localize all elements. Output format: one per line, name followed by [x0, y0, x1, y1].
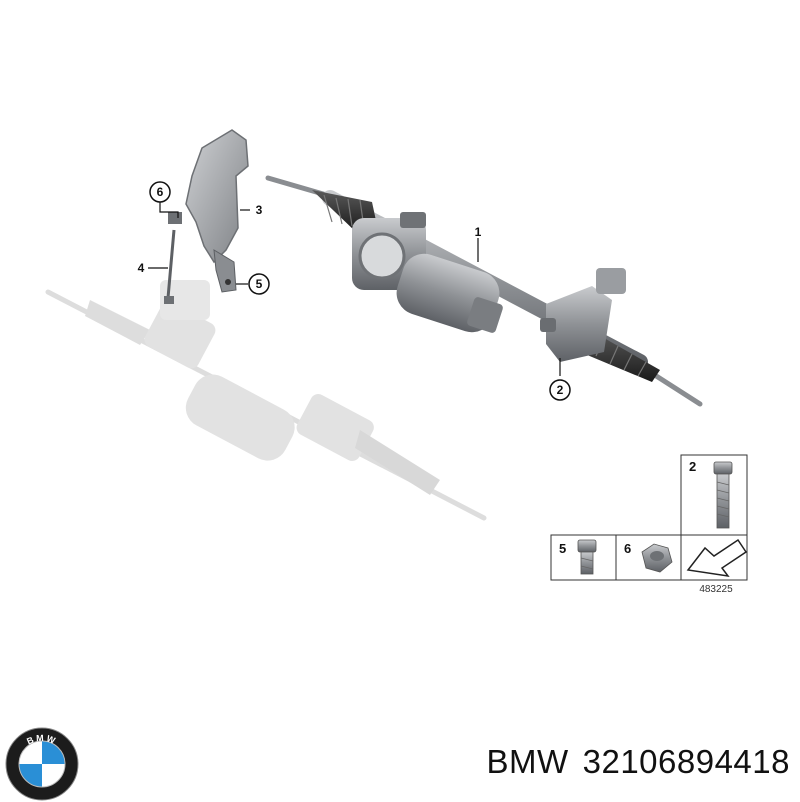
- bmw-logo: BMW: [5, 727, 79, 801]
- callout-4: 4: [138, 261, 145, 275]
- callout-2: 2: [549, 379, 571, 401]
- brand-name: BMW: [486, 743, 569, 780]
- svg-text:5: 5: [256, 277, 263, 291]
- callout-6: 6: [149, 181, 171, 203]
- svg-text:2: 2: [689, 459, 696, 474]
- part-number: 32106894418: [582, 743, 790, 780]
- callout-1: 1: [475, 225, 482, 239]
- parts-inset: 2 5 6: [550, 454, 748, 595]
- svg-text:3: 3: [256, 203, 263, 217]
- svg-text:1: 1: [475, 225, 482, 239]
- hex-nut-icon: [641, 543, 673, 573]
- svg-text:4: 4: [138, 261, 145, 275]
- long-bolt-icon: [713, 461, 733, 529]
- callout-leaders: [148, 202, 561, 376]
- heat-shield: [185, 129, 249, 293]
- svg-text:2: 2: [557, 383, 564, 397]
- callout-3: 3: [256, 203, 263, 217]
- diagram-reference-number: 483225: [699, 584, 733, 595]
- inset-cell-2: 2: [689, 459, 733, 529]
- short-bolt-icon: [577, 539, 597, 575]
- steering-rack: [265, 175, 703, 407]
- svg-text:6: 6: [624, 541, 631, 556]
- svg-text:5: 5: [559, 541, 566, 556]
- svg-text:BMW: BMW: [25, 733, 58, 747]
- inset-cell-6: 6: [624, 541, 673, 573]
- part-caption: BMW 32106894418: [400, 734, 790, 790]
- svg-text:6: 6: [157, 185, 164, 199]
- direction-arrow-icon: [686, 538, 748, 578]
- inset-cell-5: 5: [559, 539, 597, 575]
- callout-5: 5: [248, 273, 270, 295]
- ghost-steering-rack: [45, 280, 487, 521]
